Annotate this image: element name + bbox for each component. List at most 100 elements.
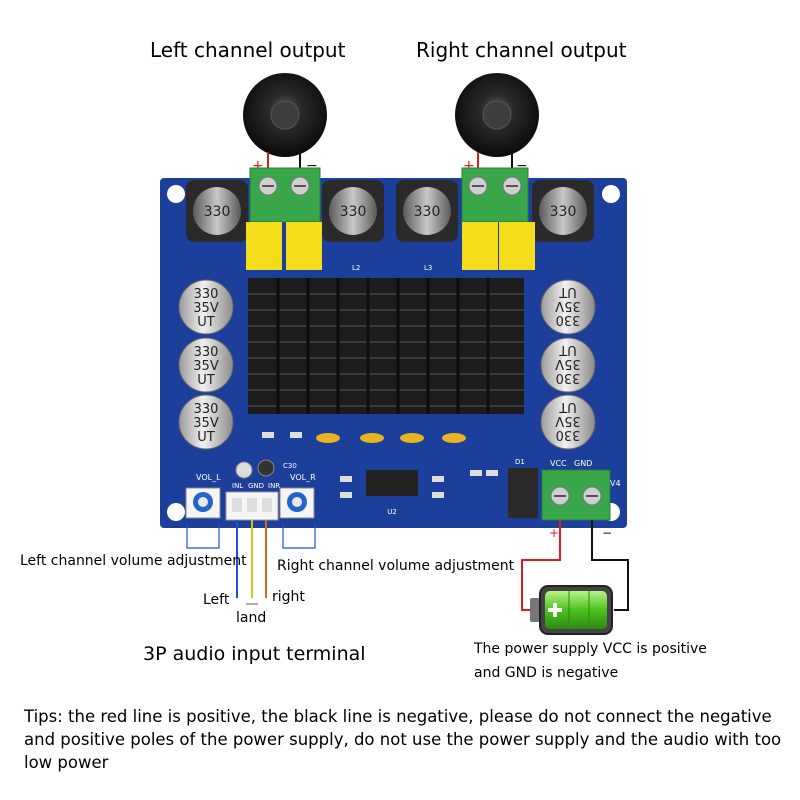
mounting-hole [167, 185, 185, 203]
right-plus-sign: + [463, 158, 475, 174]
silk-gnd: GND [248, 482, 264, 490]
ic-chip: U2 [366, 470, 418, 516]
silk-inl: INL [232, 482, 243, 490]
power-negative-wire [591, 520, 629, 611]
power-plus-sign: + [549, 526, 559, 540]
svg-text:UT: UT [197, 315, 215, 330]
ceramic-capacitor [316, 433, 340, 443]
right-speaker-terminal [461, 167, 529, 223]
smd-component [432, 476, 444, 482]
svg-text:330: 330 [556, 312, 581, 327]
svg-text:UT: UT [559, 342, 577, 357]
smd-component [340, 492, 352, 498]
silk-inr: INR [268, 482, 280, 490]
film-capacitor [286, 222, 322, 270]
wire-left-label: Left [203, 592, 230, 608]
silk-v4: V4 [610, 479, 621, 488]
smd-component [340, 476, 352, 482]
silk-d1: D1 [515, 458, 525, 466]
left-volume-potentiometer[interactable] [185, 487, 221, 519]
svg-text:U2: U2 [387, 508, 397, 516]
power-positive-wire [521, 520, 561, 611]
wire-land-label: land [236, 610, 267, 626]
silk-l2: L2 [352, 264, 360, 272]
svg-text:330: 330 [340, 204, 367, 220]
wire-right-label: right [272, 589, 305, 605]
svg-text:35V: 35V [555, 356, 581, 371]
inductor: 330 [396, 180, 458, 242]
right-speaker-icon [455, 73, 539, 157]
small-capacitor [257, 459, 275, 477]
electrolytic-capacitor: 330 35V UT [178, 279, 234, 335]
svg-text:UT: UT [197, 430, 215, 445]
svg-text:330: 330 [556, 427, 581, 442]
right-minus-sign: − [516, 158, 528, 174]
tips-text: Tips: the red line is positive, the blac… [24, 707, 782, 772]
svg-text:35V: 35V [193, 416, 219, 431]
right-output-title: Right channel output [416, 38, 627, 62]
inductor: 330 [322, 180, 384, 242]
power-minus-sign: − [602, 526, 612, 540]
smd-component [262, 432, 274, 438]
film-capacitor [462, 222, 498, 270]
left-speaker-icon [243, 73, 327, 157]
electrolytic-capacitor: 330 35V UT [540, 337, 596, 393]
regulator-chip [508, 468, 538, 518]
left-output-title: Left channel output [150, 38, 346, 62]
svg-text:UT: UT [197, 373, 215, 388]
svg-text:UT: UT [559, 284, 577, 299]
electrolytic-capacitor: 330 35V UT [540, 279, 596, 335]
small-capacitor [235, 461, 253, 479]
smd-component [432, 492, 444, 498]
power-note-line2: and GND is negative [474, 665, 619, 681]
electrolytic-capacitor: 330 35V UT [178, 394, 234, 450]
right-volume-label: Right channel volume adjustment [277, 558, 515, 574]
audio-input-connector [225, 491, 279, 521]
svg-text:330: 330 [194, 402, 219, 417]
svg-text:330: 330 [194, 345, 219, 360]
silk-gnd2: GND [574, 459, 592, 468]
film-capacitor [499, 222, 535, 270]
left-speaker-terminal [249, 167, 321, 223]
svg-text:330: 330 [414, 204, 441, 220]
silk-vol-r: VOL_R [290, 473, 316, 482]
svg-text:35V: 35V [555, 413, 581, 428]
left-plus-sign: + [252, 158, 264, 174]
silk-c30: C30 [283, 462, 297, 470]
left-minus-sign: − [306, 158, 318, 174]
inductor: 330 [532, 180, 594, 242]
right-volume-potentiometer[interactable] [279, 487, 315, 519]
svg-text:UT: UT [559, 399, 577, 414]
silk-vcc: VCC [550, 459, 567, 468]
mounting-hole [602, 185, 620, 203]
heatsink [248, 278, 524, 414]
electrolytic-capacitor: 330 35V UT [540, 394, 596, 450]
svg-text:35V: 35V [555, 298, 581, 313]
silk-l3: L3 [424, 264, 432, 272]
power-terminal [541, 469, 611, 521]
svg-text:330: 330 [204, 204, 231, 220]
svg-text:35V: 35V [193, 359, 219, 374]
silk-vol-l: VOL_L [196, 473, 221, 482]
audio-terminal-label: 3P audio input terminal [143, 643, 366, 665]
right-volume-bracket [282, 524, 316, 549]
smd-component [486, 470, 498, 476]
inductor: 330 [186, 180, 248, 242]
smd-component [290, 432, 302, 438]
smd-component [470, 470, 482, 476]
svg-text:330: 330 [550, 204, 577, 220]
ceramic-capacitor [400, 433, 424, 443]
power-note-line1: The power supply VCC is positive [474, 641, 707, 657]
mounting-hole [167, 503, 185, 521]
svg-text:330: 330 [556, 370, 581, 385]
left-volume-bracket [186, 524, 220, 549]
svg-text:35V: 35V [193, 301, 219, 316]
film-capacitor [246, 222, 282, 270]
battery-icon [530, 585, 613, 635]
electrolytic-capacitor: 330 35V UT [178, 337, 234, 393]
ceramic-capacitor [360, 433, 384, 443]
svg-text:330: 330 [194, 287, 219, 302]
ceramic-capacitor [442, 433, 466, 443]
left-volume-label: Left channel volume adjustment [20, 553, 247, 569]
